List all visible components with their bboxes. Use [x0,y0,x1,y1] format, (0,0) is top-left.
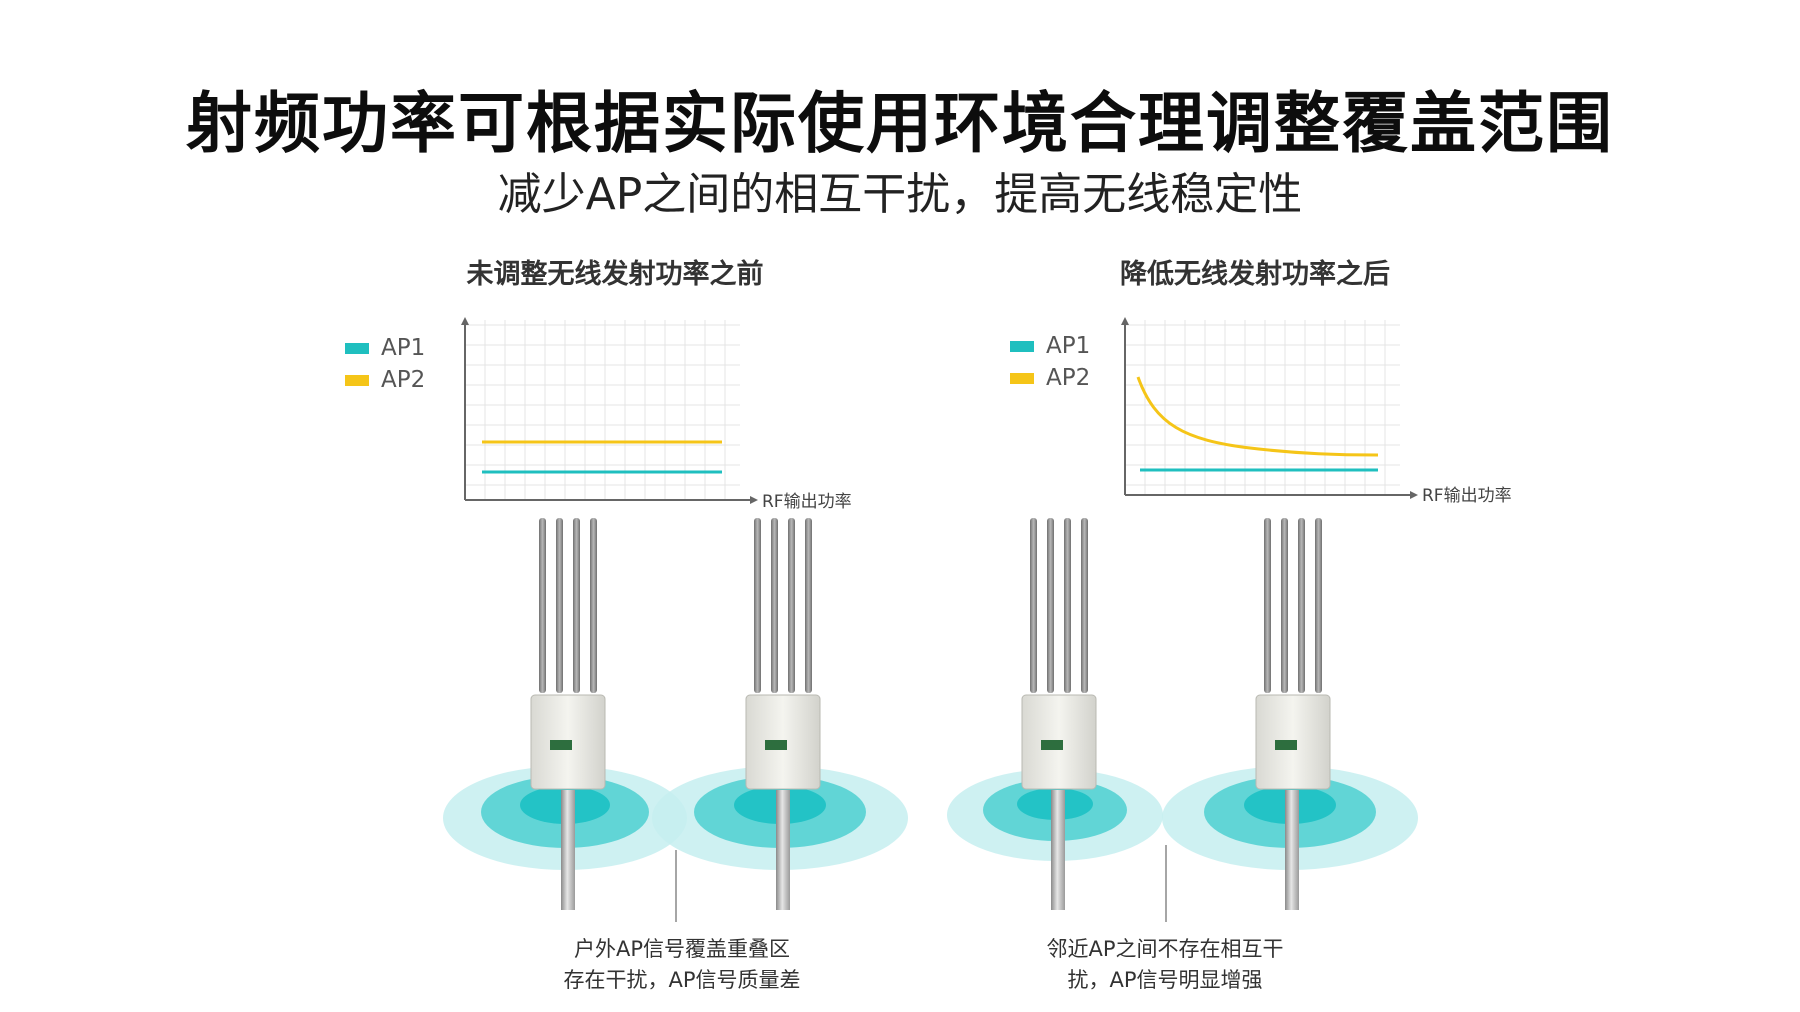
antenna-array [1264,518,1322,693]
page-subtitle: 减少AP之间的相互干扰，提高无线稳定性 [497,169,1303,220]
legend-label-ap1: AP1 [1046,333,1091,359]
coverage-ripple-after-ap1 [947,769,1163,861]
outdoor-ap-before-2 [745,518,821,790]
outdoor-ap-after-1 [1021,518,1097,790]
antenna-array [754,518,812,693]
chart-before-y-arrow [461,317,469,325]
chart-after: RF输出功率 [1121,317,1512,506]
chart-after-x-label: RF输出功率 [1422,486,1512,506]
legend-item-ap2: AP2 [345,364,425,396]
ap-brand-label [1275,740,1297,750]
legend-swatch-ap2 [345,374,369,386]
chart-after-ap2-curve [1136,376,1379,457]
panel-before-heading: 未调整无线发射功率之前 [466,259,764,290]
caption-before: 户外AP信号覆盖重叠区 存在干扰，AP信号质量差 [517,934,847,996]
legend-label-ap2: AP2 [381,367,426,393]
caption-after-line2: 扰，AP信号明显增强 [1067,968,1263,992]
caption-after-line1: 邻近AP之间不存在相互干 [1046,937,1284,961]
chart-before-x-arrow [750,496,758,504]
chart-before-x-label: RF输出功率 [762,492,852,512]
chart-before-grid [465,320,740,500]
ap-brand-label [1041,740,1063,750]
pole-before-ap1 [561,790,575,910]
chart-before: RF输出功率 [461,317,852,512]
panel-before-legend: AP1 AP2 [345,332,425,396]
pole-after-ap1 [1051,790,1065,910]
caption-before-line2: 存在干扰，AP信号质量差 [563,968,801,992]
legend-item-ap2: AP2 [1010,362,1090,394]
legend-swatch-ap1 [345,342,369,354]
legend-label-ap1: AP1 [381,335,426,361]
legend-item-ap1: AP1 [345,332,425,364]
panel-after-legend: AP1 AP2 [1010,330,1090,394]
chart-after-y-arrow [1121,317,1129,325]
caption-after: 邻近AP之间不存在相互干 扰，AP信号明显增强 [1000,934,1330,996]
coverage-ripple-before-ap1 [443,766,687,870]
outdoor-ap-before-1 [530,518,606,790]
legend-item-ap1: AP1 [1010,330,1090,362]
pole-before-ap2 [776,790,790,910]
pole-after-ap2 [1285,790,1299,910]
chart-after-grid [1125,320,1400,495]
coverage-ripple-after-ap2 [1162,766,1418,870]
legend-swatch-ap1 [1010,340,1034,352]
antenna-array [1030,518,1088,693]
caption-before-line1: 户外AP信号覆盖重叠区 [573,937,791,961]
coverage-ripple-before-ap2 [652,766,908,870]
panel-after-heading: 降低无线发射功率之后 [1120,259,1390,290]
ap-brand-label [550,740,572,750]
legend-swatch-ap2 [1010,372,1034,384]
page-title: 射频功率可根据实际使用环境合理调整覆盖范围 [186,85,1614,162]
ap-brand-label [765,740,787,750]
chart-after-x-arrow [1410,491,1418,499]
legend-label-ap2: AP2 [1046,365,1091,391]
outdoor-ap-after-2 [1255,518,1331,790]
antenna-array [539,518,597,693]
